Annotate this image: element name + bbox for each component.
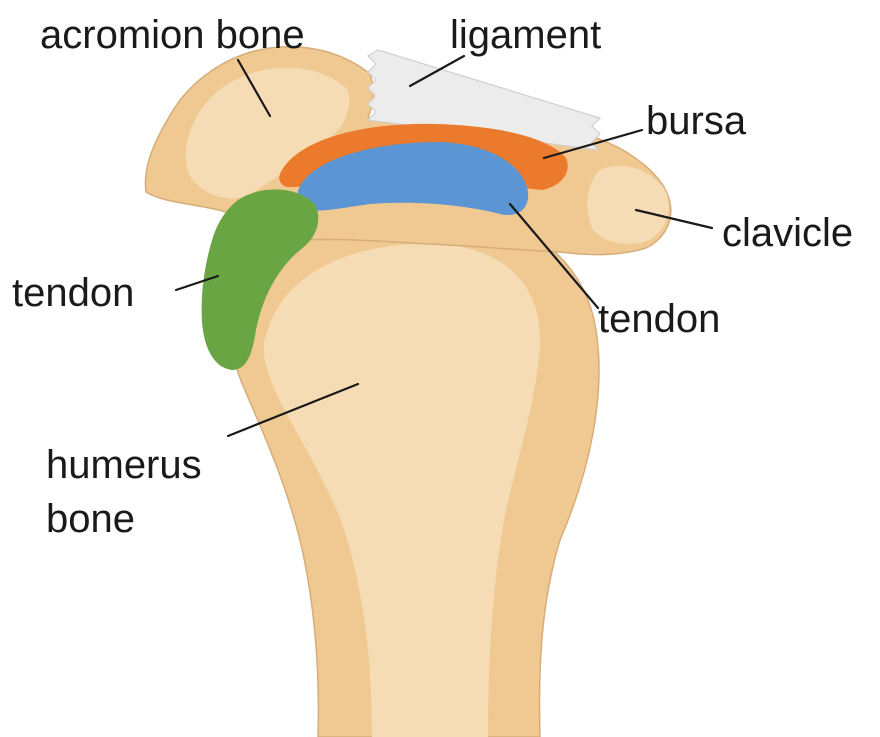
label-tendon-left: tendon [12, 271, 134, 315]
label-acromion-bone: acromion bone [40, 13, 305, 57]
label-tendon-right: tendon [598, 297, 720, 341]
label-ligament: ligament [450, 13, 601, 57]
label-humerus-line1: humerus [46, 443, 202, 487]
label-clavicle: clavicle [722, 211, 853, 255]
label-bursa: bursa [646, 99, 747, 143]
label-humerus-line2: bone [46, 497, 135, 541]
